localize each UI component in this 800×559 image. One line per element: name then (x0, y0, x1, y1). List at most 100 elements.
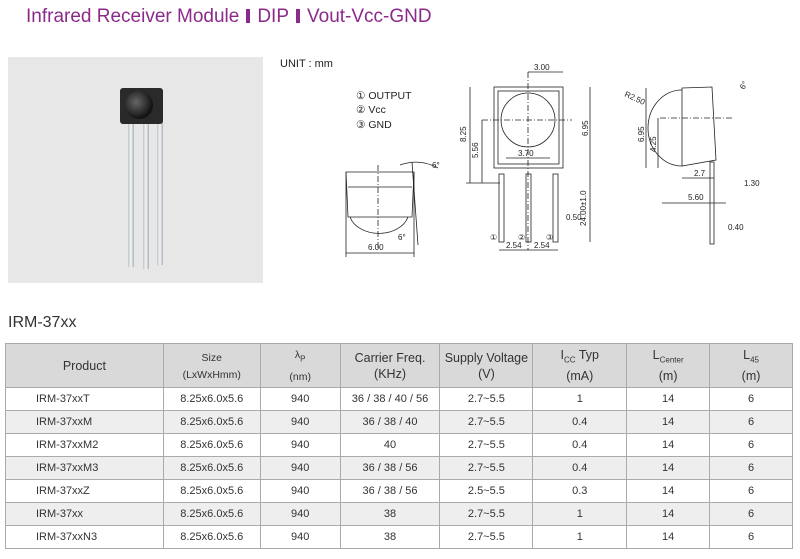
col-product: Product (5, 343, 164, 388)
cell-l-center: 14 (626, 479, 711, 503)
cell-carrier-freq: 36 / 38 / 56 (339, 456, 441, 480)
cell-l-center: 14 (626, 410, 711, 434)
cell-carrier-freq: 40 (339, 433, 441, 457)
pin-label-vcc: ② Vcc (356, 104, 386, 116)
title-pinout: Vout-Vcc-GND (307, 6, 432, 27)
cell-l45: 6 (709, 387, 793, 411)
dim-0-50: 0.50 (566, 213, 582, 222)
cell-product: IRM-37xxZ (5, 479, 164, 503)
cell-supply-voltage: 2.7~5.5 (439, 525, 534, 549)
cell-icc: 1 (532, 502, 628, 526)
title-product-type: Infrared Receiver Module (26, 6, 240, 27)
cell-product: IRM-37xxM2 (5, 433, 164, 457)
cell-carrier-freq: 38 (339, 502, 441, 526)
dim-3-70: 3.70 (518, 149, 534, 158)
dim-1-30: 1.30 (744, 179, 760, 188)
cell-size: 8.25x6.0x5.6 (162, 525, 261, 549)
spec-table: Product Size(LxWxHmm) λP(nm) Carrier Fre… (5, 343, 793, 549)
cell-l45: 6 (709, 479, 793, 503)
cell-size: 8.25x6.0x5.6 (162, 433, 261, 457)
col-l45: L45(m) (709, 343, 793, 388)
cell-icc: 0.4 (532, 433, 628, 457)
cell-size: 8.25x6.0x5.6 (162, 387, 261, 411)
cell-supply-voltage: 2.7~5.5 (439, 502, 534, 526)
cell-wavelength: 940 (259, 456, 341, 480)
cell-wavelength: 940 (259, 502, 341, 526)
cell-wavelength: 940 (259, 410, 341, 434)
cell-l-center: 14 (626, 433, 711, 457)
side-view: R2.50 6° 6.95 4.25 2.7 1.30 5.60 0.40 (623, 80, 760, 245)
cell-l45: 6 (709, 456, 793, 480)
dim-6-00: 6.00 (368, 243, 384, 252)
dimension-drawing: ① OUTPUT ② Vcc ③ GND 6.00 6° 6° 3.00 8.2… (345, 63, 760, 257)
pin-label-gnd: ③ GND (356, 119, 392, 131)
col-carrier-freq: Carrier Freq.(KHz) (339, 343, 441, 388)
cell-size: 8.25x6.0x5.6 (162, 410, 261, 434)
cell-product: IRM-37xxT (5, 387, 164, 411)
ir-receiver-image (120, 88, 163, 269)
cell-l45: 6 (709, 525, 793, 549)
top-view: 6.00 6° 6° (345, 161, 440, 257)
cell-l45: 6 (709, 433, 793, 457)
cell-icc: 0.3 (532, 479, 628, 503)
dim-angle: 6° (738, 80, 750, 91)
cell-wavelength: 940 (259, 525, 341, 549)
dim-24-00: 24.00±1.0 (579, 190, 588, 226)
cell-size: 8.25x6.0x5.6 (162, 479, 261, 503)
cell-icc: 0.4 (532, 410, 628, 434)
dim-4-25: 4.25 (649, 136, 658, 152)
col-supply-voltage: Supply Voltage(V) (439, 343, 534, 388)
cell-product: IRM-37xxN3 (5, 525, 164, 549)
col-l-center: LCenter(m) (626, 343, 711, 388)
dim-5-60: 5.60 (688, 193, 704, 202)
cell-wavelength: 940 (259, 387, 341, 411)
cell-supply-voltage: 2.5~5.5 (439, 479, 534, 503)
cell-l-center: 14 (626, 525, 711, 549)
title-separator (296, 9, 301, 23)
cell-l-center: 14 (626, 387, 711, 411)
cell-carrier-freq: 36 / 38 / 40 / 56 (339, 387, 441, 411)
pin-number-2: ② (518, 233, 525, 242)
cell-icc: 1 (532, 525, 628, 549)
dim-6-95: 6.95 (637, 126, 646, 142)
dim-angle: 6° (432, 161, 440, 170)
pin-number-3: ③ (546, 233, 553, 242)
dim-8-25: 8.25 (459, 126, 468, 142)
cell-l-center: 14 (626, 456, 711, 480)
section-title: IRM-37xx (8, 314, 77, 331)
cell-product: IRM-37xx (5, 502, 164, 526)
col-wavelength: λP(nm) (259, 343, 341, 388)
pin-number-1: ① (490, 233, 497, 242)
cell-size: 8.25x6.0x5.6 (162, 456, 261, 480)
dim-5-56: 5.56 (471, 142, 480, 158)
title-separator (246, 9, 251, 23)
cell-carrier-freq: 36 / 38 / 40 (339, 410, 441, 434)
cell-l-center: 14 (626, 502, 711, 526)
dim-2-54: 2.54 (506, 241, 522, 250)
dim-2-7: 2.7 (694, 169, 706, 178)
dim-r2-50: R2.50 (623, 90, 647, 107)
cell-carrier-freq: 36 / 38 / 56 (339, 479, 441, 503)
cell-supply-voltage: 2.7~5.5 (439, 410, 534, 434)
dim-6-95: 6.95 (581, 120, 590, 136)
cell-supply-voltage: 2.7~5.5 (439, 456, 534, 480)
cell-supply-voltage: 2.7~5.5 (439, 433, 534, 457)
cell-l45: 6 (709, 502, 793, 526)
cell-icc: 1 (532, 387, 628, 411)
table-header-row: Product Size(LxWxHmm) λP(nm) Carrier Fre… (5, 343, 793, 388)
front-view: 3.00 8.25 5.56 6.95 3.70 24.00±1.0 0.50 … (459, 63, 591, 251)
col-icc: ICC Typ(mA) (532, 343, 628, 388)
dim-2-54: 2.54 (534, 241, 550, 250)
cell-product: IRM-37xxM (5, 410, 164, 434)
cell-l45: 6 (709, 410, 793, 434)
cell-carrier-freq: 38 (339, 525, 441, 549)
cell-supply-voltage: 2.7~5.5 (439, 387, 534, 411)
